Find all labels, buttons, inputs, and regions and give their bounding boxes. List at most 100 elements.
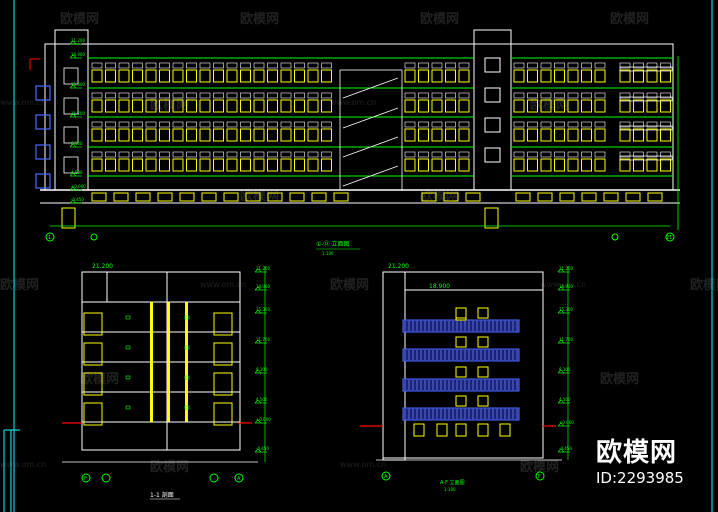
window — [554, 69, 565, 83]
section-axis-right: A — [237, 476, 241, 482]
height-label: ±0.000 — [559, 420, 574, 425]
window — [581, 99, 592, 113]
side-elevation-title: A-F 立面图 — [440, 479, 465, 486]
window — [226, 99, 238, 113]
window — [307, 158, 319, 172]
watermark-brand: 欧模网 — [150, 460, 190, 475]
window — [91, 158, 103, 172]
window — [199, 158, 211, 172]
height-label: 8.100 — [71, 141, 83, 146]
watermark-brand: 欧模网 — [60, 12, 100, 27]
window — [280, 69, 292, 83]
height-label: 18.900 — [71, 52, 85, 57]
watermark-brand: 欧模网 — [420, 189, 460, 204]
watermark-brand: 欧模网 — [530, 98, 570, 113]
column — [150, 302, 153, 422]
watermark-url: www.om.cn — [340, 460, 387, 469]
window — [186, 69, 197, 83]
side-elevation-a-f: A F 21.200 18.900 A-F 立面图 1:100 21.20018… — [360, 263, 574, 492]
front-elevation-scale: 1:100 — [322, 251, 334, 256]
window — [581, 69, 592, 83]
window — [646, 69, 658, 83]
window — [633, 158, 644, 172]
height-label: 21.200 — [71, 38, 85, 43]
window — [159, 128, 170, 142]
height-label: ±0.000 — [71, 184, 86, 189]
side-mid-height: 18.900 — [429, 283, 450, 290]
window — [321, 69, 332, 83]
window — [594, 69, 606, 83]
window — [199, 128, 211, 142]
window — [132, 128, 143, 142]
column — [167, 302, 170, 422]
section-top-height: 21.200 — [92, 263, 113, 270]
window — [226, 128, 238, 142]
window — [226, 158, 238, 172]
window — [253, 69, 265, 83]
window — [294, 128, 305, 142]
window — [513, 69, 525, 83]
height-label: 18.900 — [559, 284, 573, 289]
watermark-brand: 欧模网 — [690, 278, 718, 293]
watermark-brand: 欧模网 — [600, 372, 640, 387]
height-label: -0.450 — [71, 197, 84, 202]
window — [213, 99, 224, 113]
height-label: 18.900 — [256, 284, 270, 289]
watermark-url: www.om.cn — [0, 460, 47, 469]
window — [172, 99, 184, 113]
window — [145, 99, 157, 113]
window — [554, 99, 565, 113]
window — [513, 99, 525, 113]
height-label: 4.500 — [71, 170, 83, 175]
watermark-url: www.om.cn — [330, 98, 377, 107]
window — [567, 69, 579, 83]
height-label: 8.100 — [256, 367, 268, 372]
watermark-url: www.om.cn — [0, 98, 47, 107]
window — [280, 128, 292, 142]
model-id: ID:2293985 — [596, 469, 684, 487]
brand-badge: 欧模网 ID:2293985 — [596, 438, 714, 492]
window — [540, 99, 552, 113]
section-axis-left: F — [84, 476, 87, 482]
window — [186, 158, 197, 172]
window — [172, 158, 184, 172]
sheet-frame — [3, 0, 713, 512]
window — [431, 128, 443, 142]
window — [619, 69, 631, 83]
window — [619, 128, 631, 142]
watermark-brand: 欧模网 — [80, 372, 120, 387]
window — [633, 69, 644, 83]
watermark-brand: 欧模网 — [520, 460, 560, 475]
window — [199, 69, 211, 83]
side-axis-right: F — [538, 474, 541, 480]
window — [646, 128, 658, 142]
section-1-1: F A 21.200 1-1 剖面 21.20018.90015.30011.7… — [62, 263, 271, 500]
window — [91, 128, 103, 142]
window — [105, 128, 116, 142]
window — [567, 128, 579, 142]
side-axis-left: A — [384, 474, 388, 480]
window — [118, 158, 130, 172]
height-label: 4.500 — [256, 397, 268, 402]
window — [145, 69, 157, 83]
window — [213, 69, 224, 83]
window — [240, 99, 251, 113]
window — [159, 158, 170, 172]
window — [321, 158, 332, 172]
window — [240, 69, 251, 83]
window — [445, 99, 456, 113]
window — [240, 158, 251, 172]
window — [527, 69, 538, 83]
window — [431, 99, 443, 113]
window — [294, 99, 305, 113]
window — [118, 69, 130, 83]
window — [226, 69, 238, 83]
window — [458, 128, 470, 142]
window — [418, 128, 429, 142]
window — [540, 69, 552, 83]
window — [145, 128, 157, 142]
window — [105, 158, 116, 172]
front-axis-left: 1 — [48, 235, 51, 241]
window — [619, 158, 631, 172]
window — [294, 158, 305, 172]
